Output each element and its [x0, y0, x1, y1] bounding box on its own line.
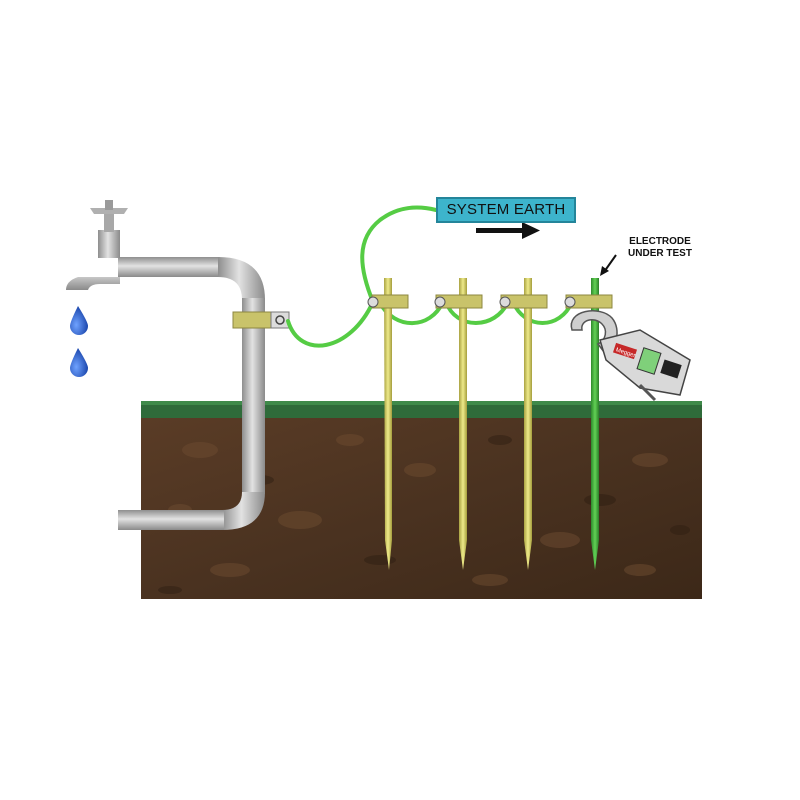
earth-rod-2 [434, 278, 483, 570]
electrode-under-test-label: ELECTRODE UNDER TEST [610, 236, 710, 260]
electrode-pointer-icon [600, 254, 617, 276]
electrode-label-line1: ELECTRODE [629, 236, 691, 247]
svg-text:Megger: Megger [615, 347, 636, 359]
electrode-label-line2: UNDER TEST [628, 248, 692, 259]
system-earth-label: SYSTEM EARTH [436, 197, 576, 223]
grass-strip [141, 401, 702, 418]
right-arrow-icon [476, 222, 540, 239]
earth-rod-1 [367, 278, 409, 570]
pipe-clamp [232, 311, 290, 329]
earth-rod-3 [499, 278, 548, 570]
soil-block [141, 417, 702, 599]
clamp-meter-icon: Megger [570, 310, 691, 402]
water-drops [70, 306, 88, 377]
water-pipe [118, 257, 265, 530]
electrode-under-test [564, 278, 613, 570]
water-tap-icon [66, 200, 128, 290]
